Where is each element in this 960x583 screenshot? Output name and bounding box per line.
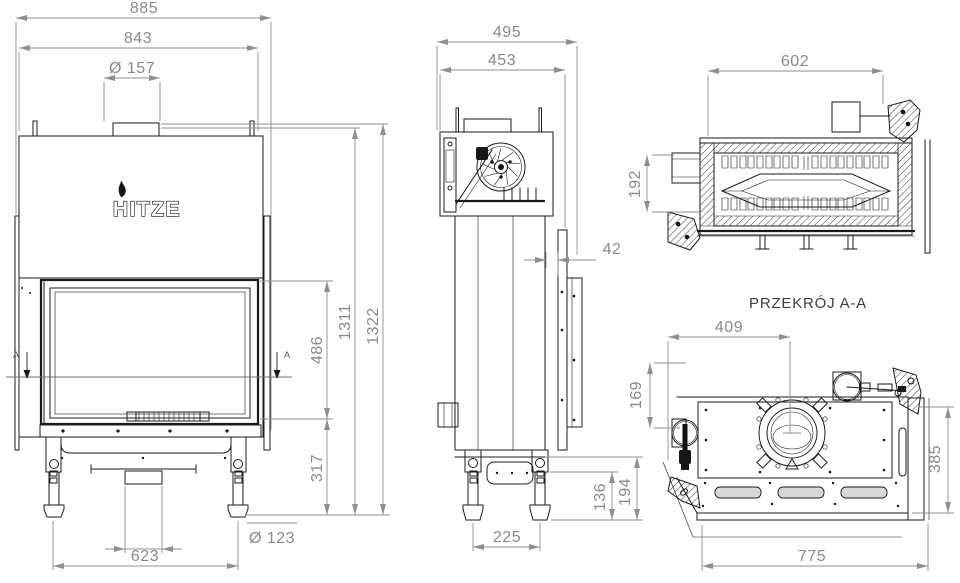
- dim-front-overall-width: 885: [130, 0, 158, 17]
- firebox-floor: [720, 173, 892, 208]
- dim-section-flue-offset-y: 169: [628, 381, 645, 409]
- top-dimensions: 602 192: [627, 53, 884, 213]
- convection-fins: [721, 155, 889, 211]
- dim-front-total-height: 1322: [365, 307, 382, 345]
- top-view: 602 192: [627, 53, 931, 254]
- left-foot: [43, 504, 65, 518]
- flame-icon: [118, 180, 126, 197]
- dim-front-leg-spacing: 623: [131, 548, 159, 565]
- dim-side-leg-height: 136: [592, 483, 609, 511]
- dim-front-body-width: 843: [124, 30, 152, 47]
- glass-door: [39, 278, 262, 438]
- front-base: [43, 436, 249, 518]
- section-aa-view: PRZEKRÓJ A-A: [628, 295, 954, 571]
- right-foot: [227, 504, 249, 518]
- dim-front-flue-height: 1311: [337, 304, 354, 340]
- dim-side-base-height: 194: [617, 478, 634, 506]
- dim-section-flue-offset-x: 409: [715, 319, 743, 336]
- door-hinge-right: [887, 99, 921, 143]
- corner-bracket-right: [892, 367, 922, 415]
- dim-front-base-height: 317: [309, 454, 326, 482]
- dim-top-duct-depth: 192: [627, 170, 644, 198]
- dim-front-glass-height: 486: [309, 336, 326, 364]
- side-view: 495 453 42 136 194 225: [436, 24, 643, 551]
- flue-collar: [756, 397, 828, 470]
- side-damper: [671, 418, 699, 470]
- right-wall-bracket: [263, 215, 271, 451]
- brand-logo-text: HITZE: [113, 198, 181, 221]
- front-view: HITZE: [6, 0, 390, 570]
- junction-box: [831, 101, 861, 133]
- front-body: [14, 120, 271, 451]
- firebox-opening: [713, 152, 899, 227]
- side-flue-stub: [463, 118, 512, 133]
- door-hinge-left: [667, 211, 701, 251]
- front-dimensions: 885 843 Ø 157 486 317 1311 1322: [15, 0, 390, 570]
- dim-section-base-width: 775: [798, 548, 826, 565]
- section-title: PRZEKRÓJ A-A: [749, 295, 867, 312]
- rear-strip: [557, 229, 568, 451]
- dim-side-leg-spacing: 225: [493, 529, 521, 546]
- section-marker-left: A: [13, 350, 20, 361]
- section-marker-right: A: [284, 350, 291, 361]
- brand-logo: HITZE: [112, 180, 181, 222]
- dim-front-flue-diameter: Ø 157: [109, 60, 155, 77]
- apron-band: [662, 461, 909, 538]
- dim-side-overall-depth: 495: [493, 24, 521, 41]
- side-base: [454, 449, 551, 521]
- side-dimensions: 495 453 42 136 194 225: [436, 24, 643, 551]
- dim-top-opening-width: 602: [781, 53, 809, 70]
- dim-front-intake-diameter: Ø 123: [249, 530, 295, 547]
- door-latch: [135, 411, 201, 422]
- side-duct: [671, 152, 701, 184]
- section-dimensions: 409 169 385 775: [628, 319, 954, 571]
- dim-section-body-depth: 385: [927, 445, 944, 473]
- side-body: [437, 107, 583, 451]
- flue-stub: [112, 122, 160, 137]
- section-cut-line: A A: [6, 350, 292, 379]
- corner-bracket-left: [667, 476, 701, 509]
- section-body: [662, 367, 930, 538]
- rear-bracket: [566, 277, 583, 428]
- dim-side-rear-offset: 42: [603, 241, 622, 258]
- dim-side-body-depth: 453: [488, 52, 516, 69]
- top-body: [667, 99, 931, 254]
- air-intake-duct: [124, 470, 163, 485]
- top-plate: [697, 401, 893, 479]
- left-wall-bracket: [14, 215, 20, 451]
